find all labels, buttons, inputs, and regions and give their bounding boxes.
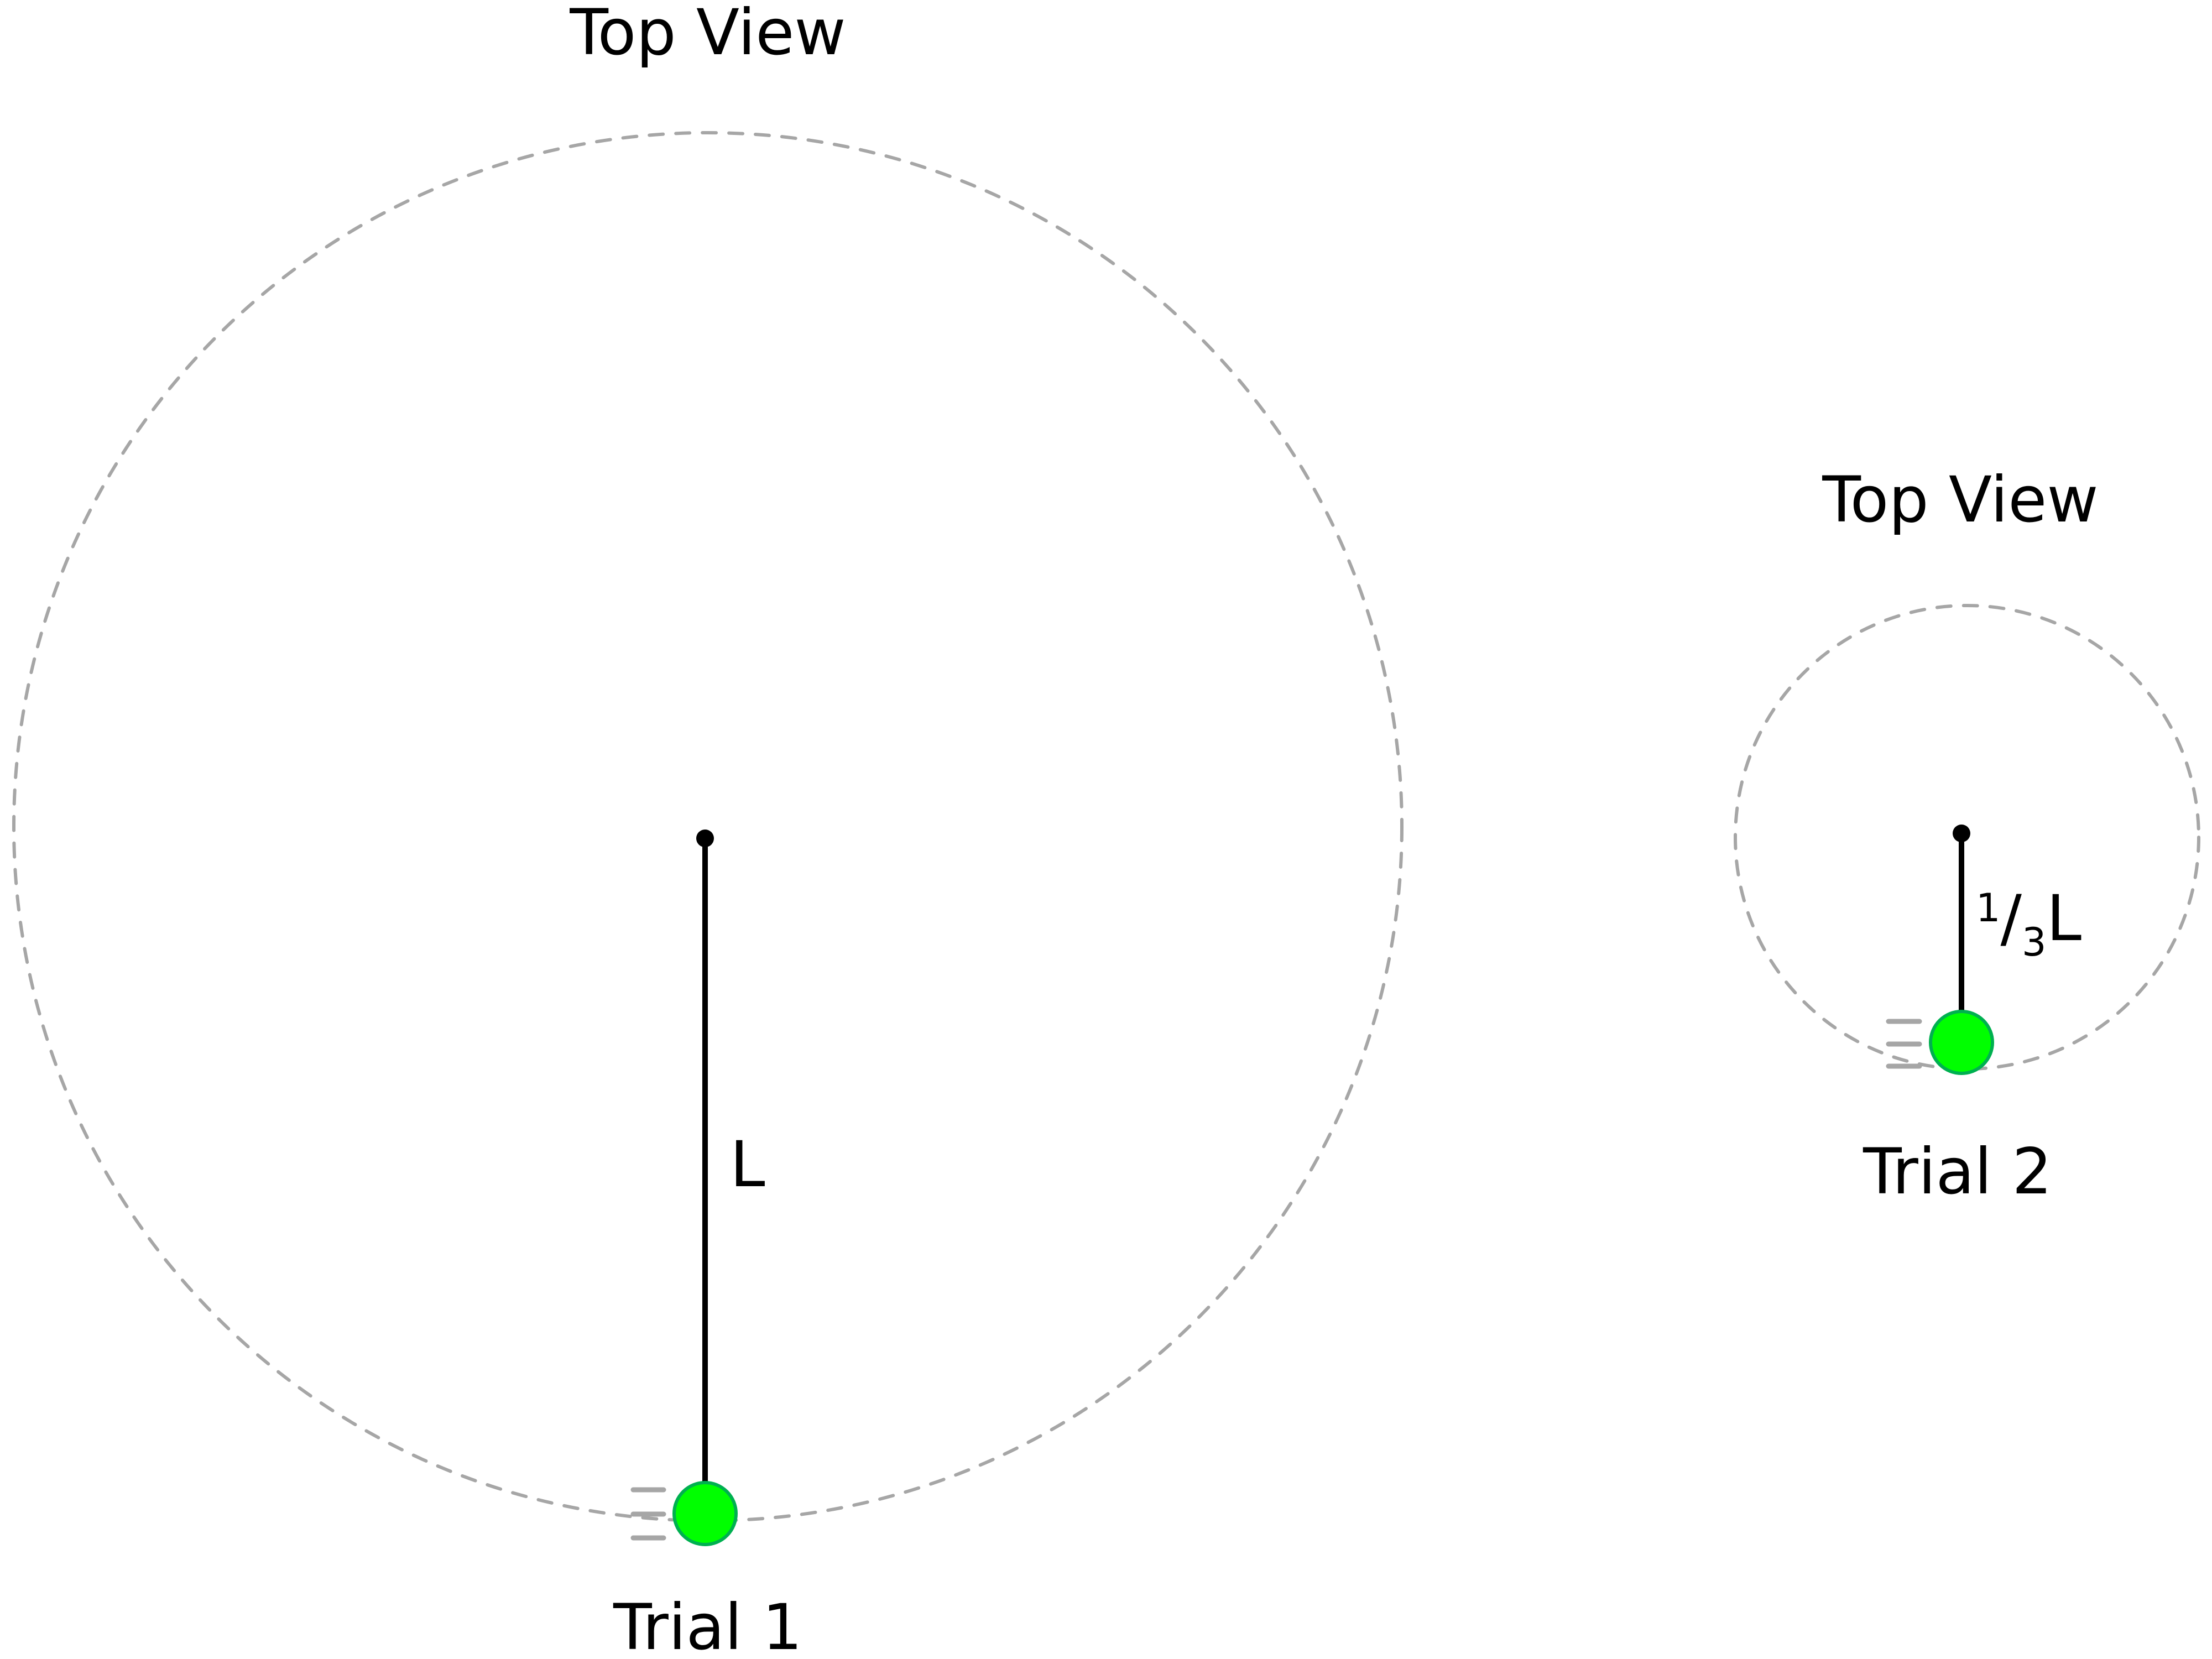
trial-2-speed-lines-icon [1886, 1019, 1922, 1069]
trial-1-panel: Top View L Trial 1 [12, 0, 1404, 1659]
trial-2-circular-path [1734, 604, 2200, 1071]
trial-2-ball-icon [1929, 1010, 1994, 1075]
trial-2-panel: Top View 1/3L Trial 2 [1734, 463, 2200, 1208]
trial-2-title: Top View [1822, 463, 2098, 536]
fraction-denominator: 3 [2022, 920, 2047, 965]
trial-2-pivot-icon [1953, 825, 1970, 842]
trial-1-speed-lines-icon [630, 1487, 666, 1541]
trial-1-ball-icon [672, 1481, 738, 1546]
fraction-numerator: 1 [1976, 885, 2001, 931]
trial-1-title: Top View [569, 0, 846, 69]
fraction-variable: L [2047, 881, 2082, 955]
trial-1-name: Trial 1 [613, 1590, 802, 1659]
trial-2-length-label: 1/3L [1976, 881, 2081, 965]
trial-1-length-label: L [730, 1128, 765, 1201]
trial-1-pivot-icon [696, 830, 714, 847]
trial-2-name: Trial 2 [1863, 1135, 2052, 1208]
fraction-slash: / [2001, 881, 2022, 955]
